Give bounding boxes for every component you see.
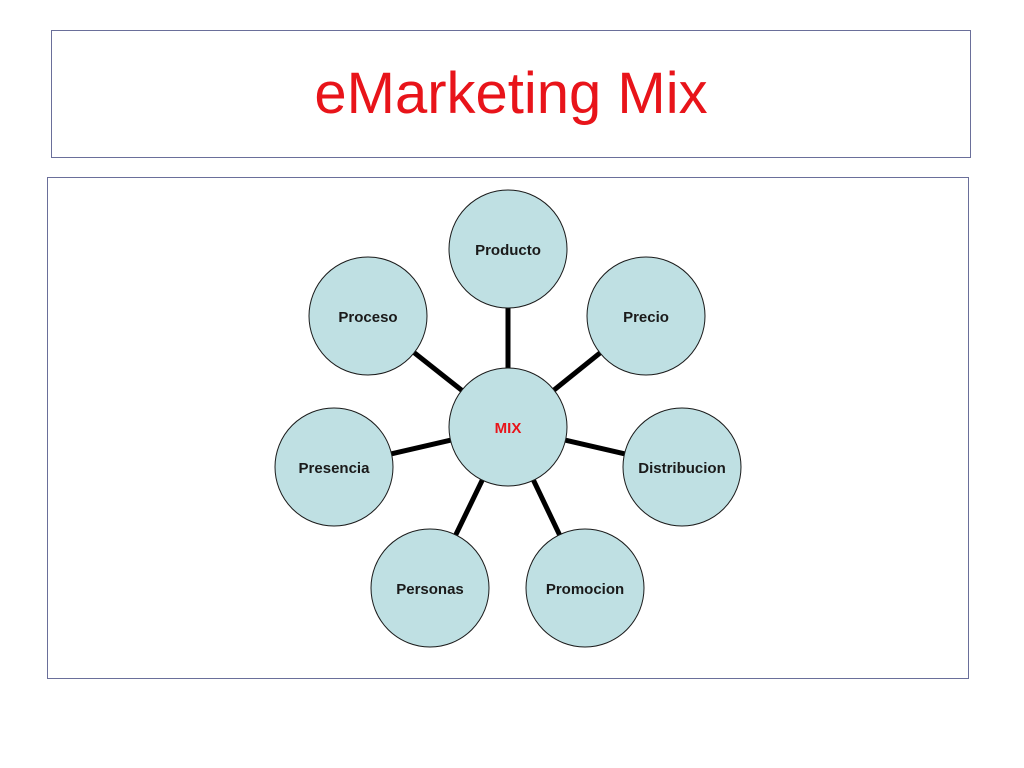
node-circle-presencia [274,407,394,527]
node-label-distribucion: Distribucion [638,460,726,477]
hub-circle [448,367,568,487]
node-promocion: Promocion [525,528,645,648]
node-presencia: Presencia [274,407,394,527]
node-producto: Producto [448,189,568,309]
connector-promocion [531,479,562,536]
node-label-proceso: Proceso [338,309,397,326]
node-proceso: Proceso [308,256,428,376]
node-label-personas: Personas [396,581,464,598]
hub: MIX [448,367,568,487]
node-distribucion: Distribucion [622,407,742,527]
connector-proceso [412,350,464,393]
connectors [390,308,626,536]
connector-personas [453,479,485,536]
node-circle-producto [448,189,568,309]
node-circle-distribucion [622,407,742,527]
node-label-producto: Producto [475,242,541,259]
node-circle-personas [370,528,490,648]
node-circle-promocion [525,528,645,648]
connector-distribucion [564,437,626,457]
node-label-presencia: Presencia [299,460,371,477]
node-label-precio: Precio [623,309,669,326]
connector-precio [552,351,602,392]
slide-title: eMarketing Mix [314,61,708,126]
title-box: eMarketing Mix [51,30,971,158]
node-personas: Personas [370,528,490,648]
content-box [47,177,969,679]
connector-presencia [390,437,452,457]
node-circle-proceso [308,256,428,376]
node-precio: Precio [586,256,706,376]
node-label-promocion: Promocion [546,581,624,598]
hub-label: MIX [495,420,522,437]
node-circle-precio [586,256,706,376]
